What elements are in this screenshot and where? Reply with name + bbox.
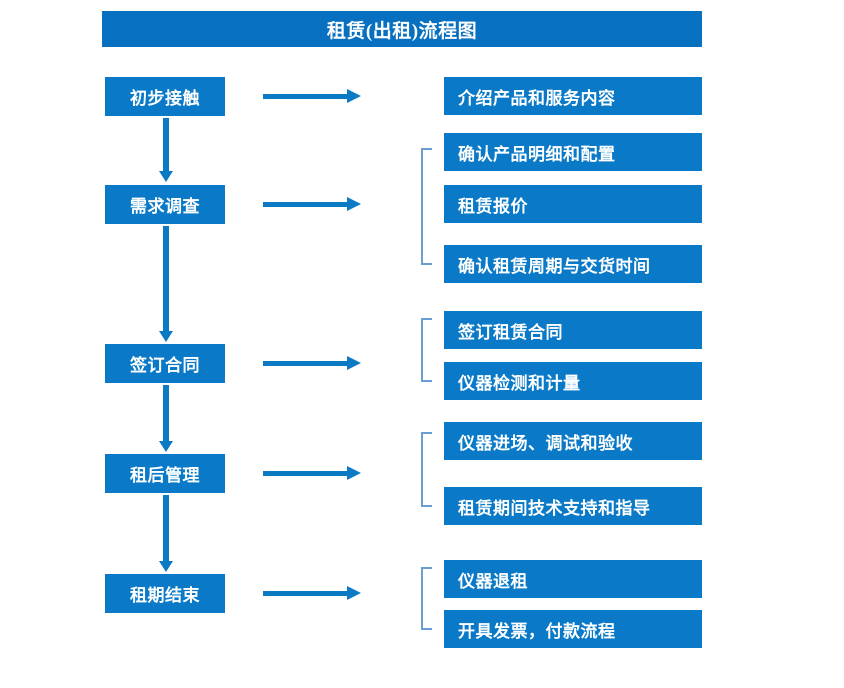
left-bracket-icon-group-5	[421, 567, 432, 630]
detail-node-introduce-products-services[interactable]: 介绍产品和服务内容	[444, 77, 702, 115]
left-bracket-icon-group-2	[421, 148, 432, 265]
stage-node-initial-contact[interactable]: 初步接触	[105, 77, 225, 116]
arrow-right-icon-2	[263, 196, 363, 212]
arrow-right-icon-1	[263, 88, 363, 104]
arrow-down-icon-2	[159, 226, 173, 342]
detail-node-confirm-lease-period-delivery[interactable]: 确认租赁周期与交货时间	[444, 245, 702, 283]
left-bracket-icon-group-4	[421, 432, 432, 507]
arrow-right-icon-3	[263, 355, 363, 371]
stage-node-sign-contract[interactable]: 签订合同	[105, 344, 225, 383]
stage-node-needs-survey[interactable]: 需求调查	[105, 185, 225, 224]
detail-node-confirm-product-details-config[interactable]: 确认产品明细和配置	[444, 133, 702, 171]
stage-node-post-rental-management[interactable]: 租后管理	[105, 454, 225, 493]
arrow-down-icon-3	[159, 385, 173, 452]
stage-node-lease-end[interactable]: 租期结束	[105, 574, 225, 613]
arrow-right-icon-5	[263, 585, 363, 601]
arrow-down-icon-4	[159, 495, 173, 572]
detail-node-technical-support-during-lease[interactable]: 租赁期间技术支持和指导	[444, 487, 702, 525]
detail-node-instrument-return[interactable]: 仪器退租	[444, 560, 702, 598]
left-bracket-icon-group-3	[421, 318, 432, 382]
detail-node-rental-quotation[interactable]: 租赁报价	[444, 185, 702, 223]
detail-node-invoice-payment-process[interactable]: 开具发票，付款流程	[444, 610, 702, 648]
detail-node-sign-lease-contract[interactable]: 签订租赁合同	[444, 311, 702, 349]
detail-node-instrument-inspection-metering[interactable]: 仪器检测和计量	[444, 362, 702, 400]
detail-node-instrument-entry-commissioning-acceptance[interactable]: 仪器进场、调试和验收	[444, 422, 702, 460]
arrow-right-icon-4	[263, 465, 363, 481]
arrow-down-icon-1	[159, 118, 173, 182]
diagram-title: 租赁(出租)流程图	[102, 11, 702, 47]
